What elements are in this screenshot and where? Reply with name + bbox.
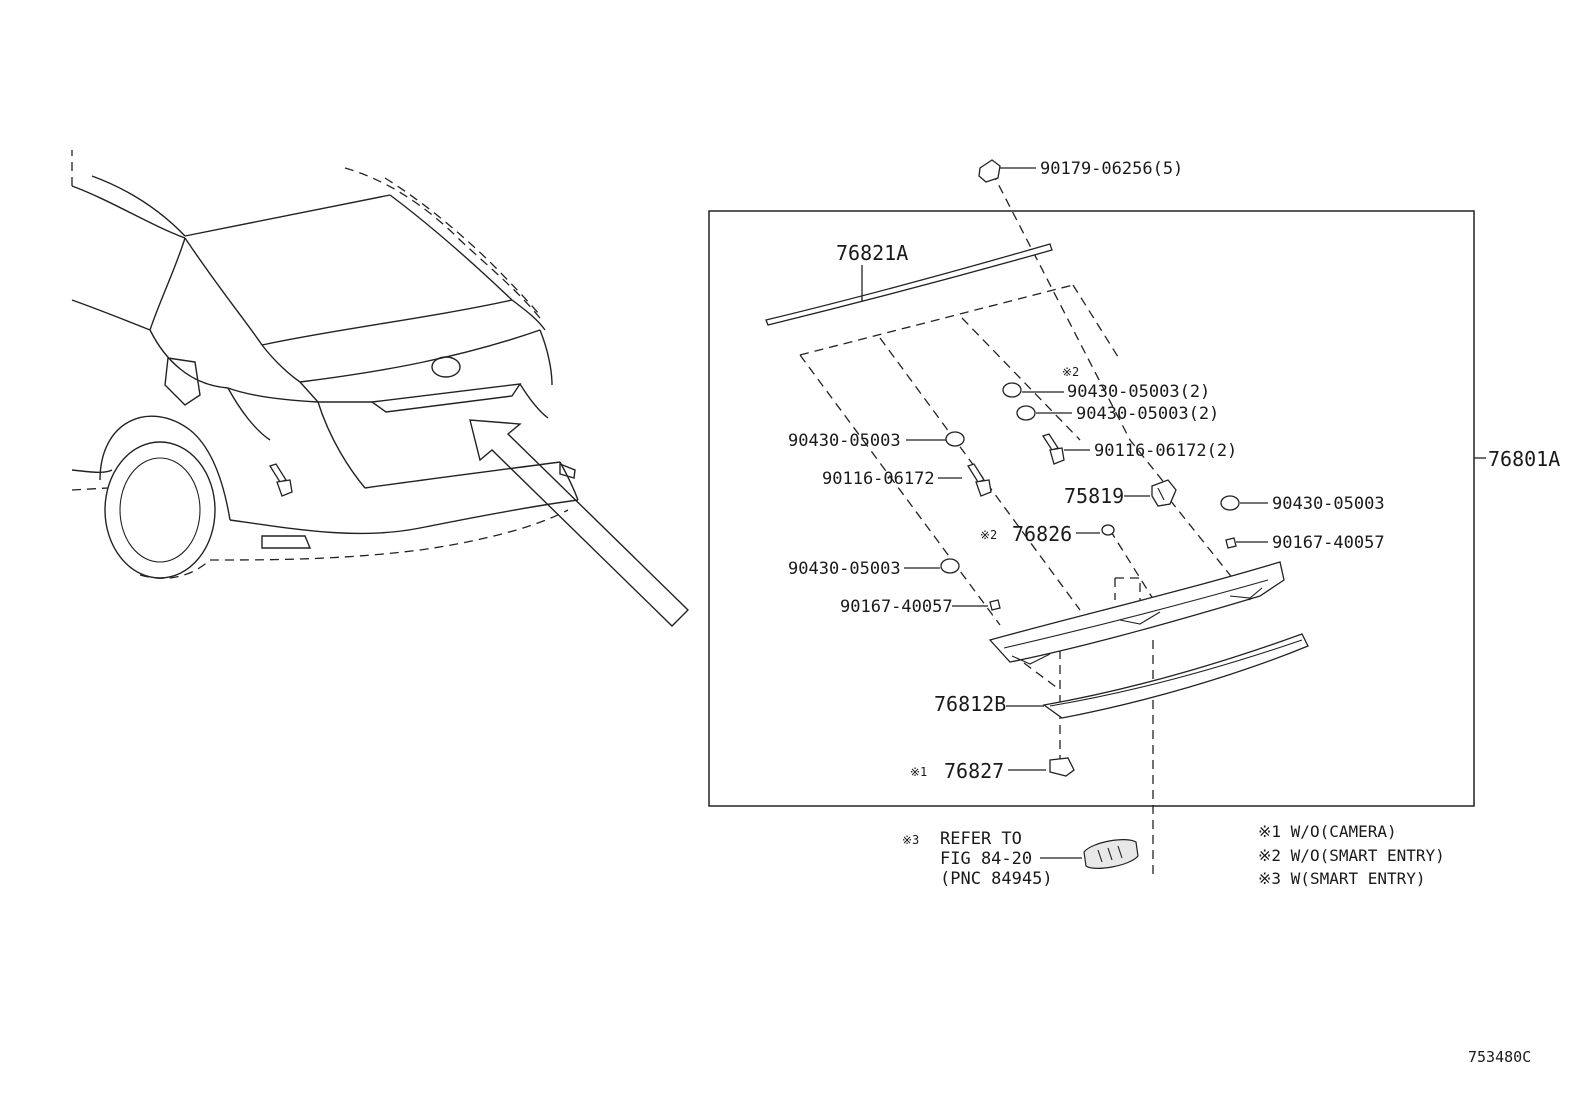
ref-line-2: FIG 84-20 — [940, 849, 1032, 869]
note2-mark-76826: ※2 — [980, 528, 997, 542]
part-75819-number: 75819 — [1064, 484, 1124, 508]
washer-icon — [1220, 495, 1240, 511]
bolt-icon — [967, 463, 992, 497]
figure-id: 753480C — [1468, 1048, 1531, 1066]
note2-mark-upper: ※2 — [1062, 365, 1079, 379]
washer-icon — [945, 431, 965, 447]
car-rear-illustration — [71, 150, 689, 627]
part-76827-number: 76827 — [944, 759, 1004, 783]
molding-strip-icon — [765, 243, 1053, 326]
screw-icon — [1225, 537, 1237, 549]
washer-icon — [1002, 382, 1022, 398]
screw-icon — [989, 599, 1001, 611]
washer-icon — [940, 558, 960, 574]
bolt-left-part-number: 90116-06172 — [822, 469, 935, 489]
screw-left-part-number: 90167-40057 — [840, 597, 953, 617]
grommet-icon — [1101, 524, 1115, 536]
bolt-icon — [1042, 433, 1065, 465]
ref-mark: ※3 — [902, 833, 919, 847]
washer-left-upper-part-number: 90430-05003 — [788, 431, 901, 451]
assembly-label: 76801A — [1488, 447, 1560, 471]
bolt-right-part-number: 90116-06172(2) — [1094, 441, 1237, 461]
clip-icon — [978, 159, 1001, 183]
note-2: ※2 W/O(SMART ENTRY) — [1258, 846, 1445, 865]
washer-left-lower-part-number: 90430-05003 — [788, 559, 901, 579]
washer-icon — [1016, 405, 1036, 421]
note-3: ※3 W(SMART ENTRY) — [1258, 869, 1426, 888]
ref-line-3: (PNC 84945) — [940, 869, 1053, 889]
washer-b-part-number: 90430-05003(2) — [1076, 404, 1219, 424]
note1-mark-76827: ※1 — [910, 765, 927, 779]
molding-part-number: 76821A — [836, 241, 908, 265]
part-76826-number: 76826 — [1012, 522, 1072, 546]
washer-right-part-number: 90430-05003 — [1272, 494, 1385, 514]
ref-line-1: REFER TO — [940, 829, 1022, 849]
bolt-icon — [269, 463, 293, 497]
washer-a-part-number: 90430-05003(2) — [1067, 382, 1210, 402]
garnish-part-number: 76812B — [934, 692, 1006, 716]
assembly-frame — [708, 210, 1475, 807]
switch-icon — [1083, 839, 1139, 869]
note-1: ※1 W/O(CAMERA) — [1258, 822, 1397, 841]
clip-part-number: 90179-06256(5) — [1040, 159, 1183, 179]
screw-right-part-number: 90167-40057 — [1272, 533, 1385, 553]
garnish-inner-panel — [988, 561, 1285, 665]
garnish-outer-panel — [1042, 633, 1309, 719]
cover-icon — [1049, 757, 1075, 777]
retainer-icon — [1151, 479, 1177, 507]
